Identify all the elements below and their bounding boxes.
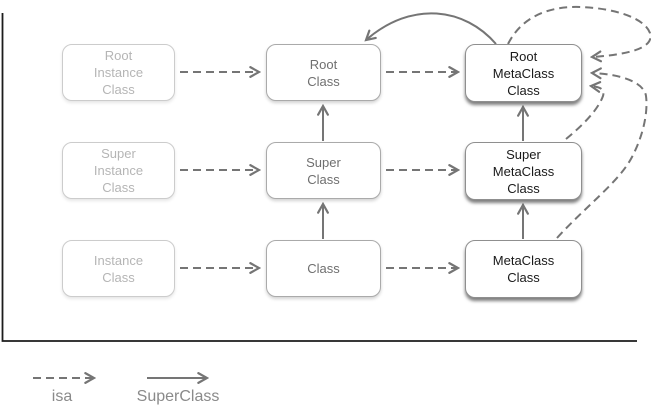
node-root-instance-class: Root Instance Class [62,44,175,101]
node-super-metaclass-class: Super MetaClass Class [465,142,582,200]
node-super-metaclass-class-label: Super MetaClass Class [492,146,555,196]
edge-superclass-root-metaclass-to-root-class [366,12,497,45]
node-class-label: Class [307,261,340,276]
frame-border [1,13,637,342]
node-super-instance-class: Super Instance Class [62,142,175,199]
node-root-class-label: Root Class [307,56,340,89]
edge-isa-super-metaclass-to-root-metaclass [565,86,605,140]
node-root-instance-class-label: Root Instance Class [93,48,144,97]
legend-superclass-label: SuperClass [136,388,220,405]
legend-isa-label: isa [51,388,73,405]
node-instance-class-label: Instance Class [93,252,144,285]
node-root-metaclass-class: Root MetaClass Class [465,44,582,102]
node-instance-class: Instance Class [62,240,175,297]
node-super-class: Super Class [266,142,381,199]
node-super-class-label: Super Class [306,154,341,187]
edge-isa-metaclass-to-root-metaclass [556,73,648,239]
node-root-metaclass-class-label: Root MetaClass Class [492,48,555,98]
node-super-instance-class-label: Super Instance Class [93,146,144,195]
edge-isa-root-metaclass-self-loop [507,5,651,57]
node-metaclass-class-label: MetaClass Class [492,253,555,285]
node-metaclass-class: MetaClass Class [465,240,582,298]
node-root-class: Root Class [266,44,381,101]
node-class: Class [266,240,381,297]
